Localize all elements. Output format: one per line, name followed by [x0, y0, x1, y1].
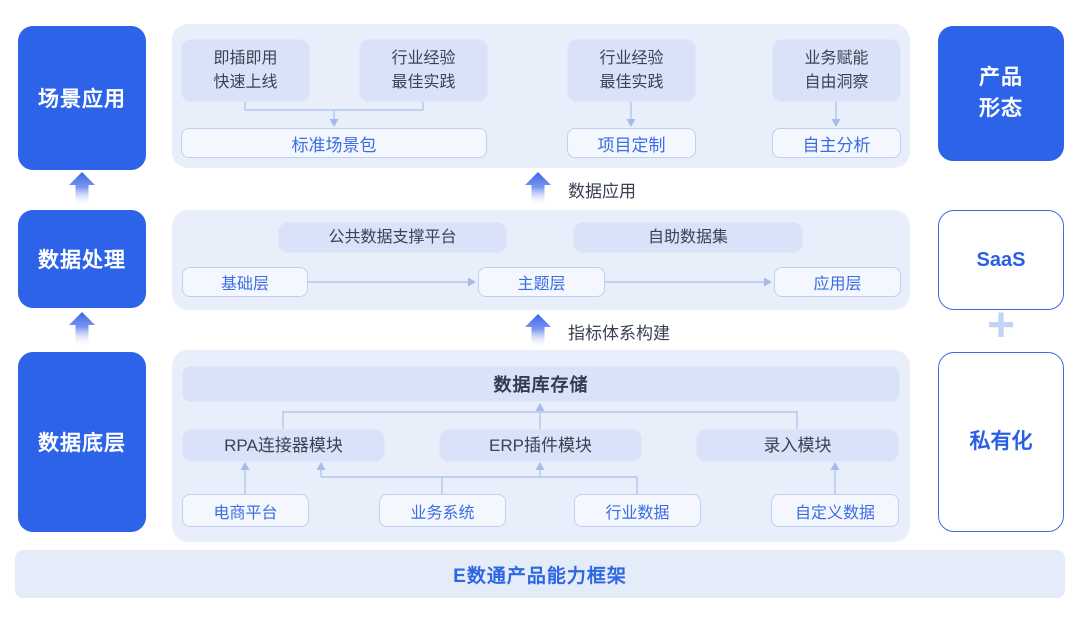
- saas-box: SaaS: [938, 210, 1064, 310]
- layer-theme: 主题层: [478, 267, 605, 297]
- flow-label-data-application: 数据应用: [568, 181, 636, 201]
- output-self-service-analysis: 自主分析: [772, 128, 901, 158]
- module-rpa-connector: RPA连接器模块: [182, 429, 385, 462]
- layer-application: 应用层: [774, 267, 901, 297]
- feature-box-business-empowerment: 业务赋能 自由洞察: [772, 39, 901, 102]
- stage-scene-application: 场景应用: [18, 26, 146, 170]
- storage-database-bar: 数据库存储: [182, 366, 900, 402]
- output-project-customization: 项目定制: [567, 128, 696, 158]
- module-entry: 录入模块: [696, 429, 899, 462]
- source-business-system: 业务系统: [379, 494, 506, 527]
- layer-basic: 基础层: [182, 267, 308, 297]
- stage-data-foundation: 数据底层: [18, 352, 146, 532]
- product-form-box: 产品 形态: [938, 26, 1064, 161]
- feature-box-industry-experience-1: 行业经验 最佳实践: [359, 39, 488, 102]
- source-ecommerce-platform: 电商平台: [182, 494, 309, 527]
- footer-title-bar: E数通产品能力框架: [15, 550, 1065, 598]
- module-erp-plugin: ERP插件模块: [439, 429, 642, 462]
- platform-self-service-dataset: 自助数据集: [573, 222, 803, 253]
- source-industry-data: 行业数据: [574, 494, 701, 527]
- private-deployment-box: 私有化: [938, 352, 1064, 532]
- feature-box-industry-experience-2: 行业经验 最佳实践: [567, 39, 696, 102]
- plus-icon: +: [986, 299, 1016, 352]
- output-standard-scene-package: 标准场景包: [181, 128, 487, 158]
- source-custom-data: 自定义数据: [771, 494, 899, 527]
- feature-box-plug-and-play: 即插即用 快速上线: [181, 39, 310, 102]
- flow-label-indicator-system: 指标体系构建: [568, 323, 670, 343]
- platform-public-data-support: 公共数据支撑平台: [278, 222, 507, 253]
- stage-data-processing: 数据处理: [18, 210, 146, 308]
